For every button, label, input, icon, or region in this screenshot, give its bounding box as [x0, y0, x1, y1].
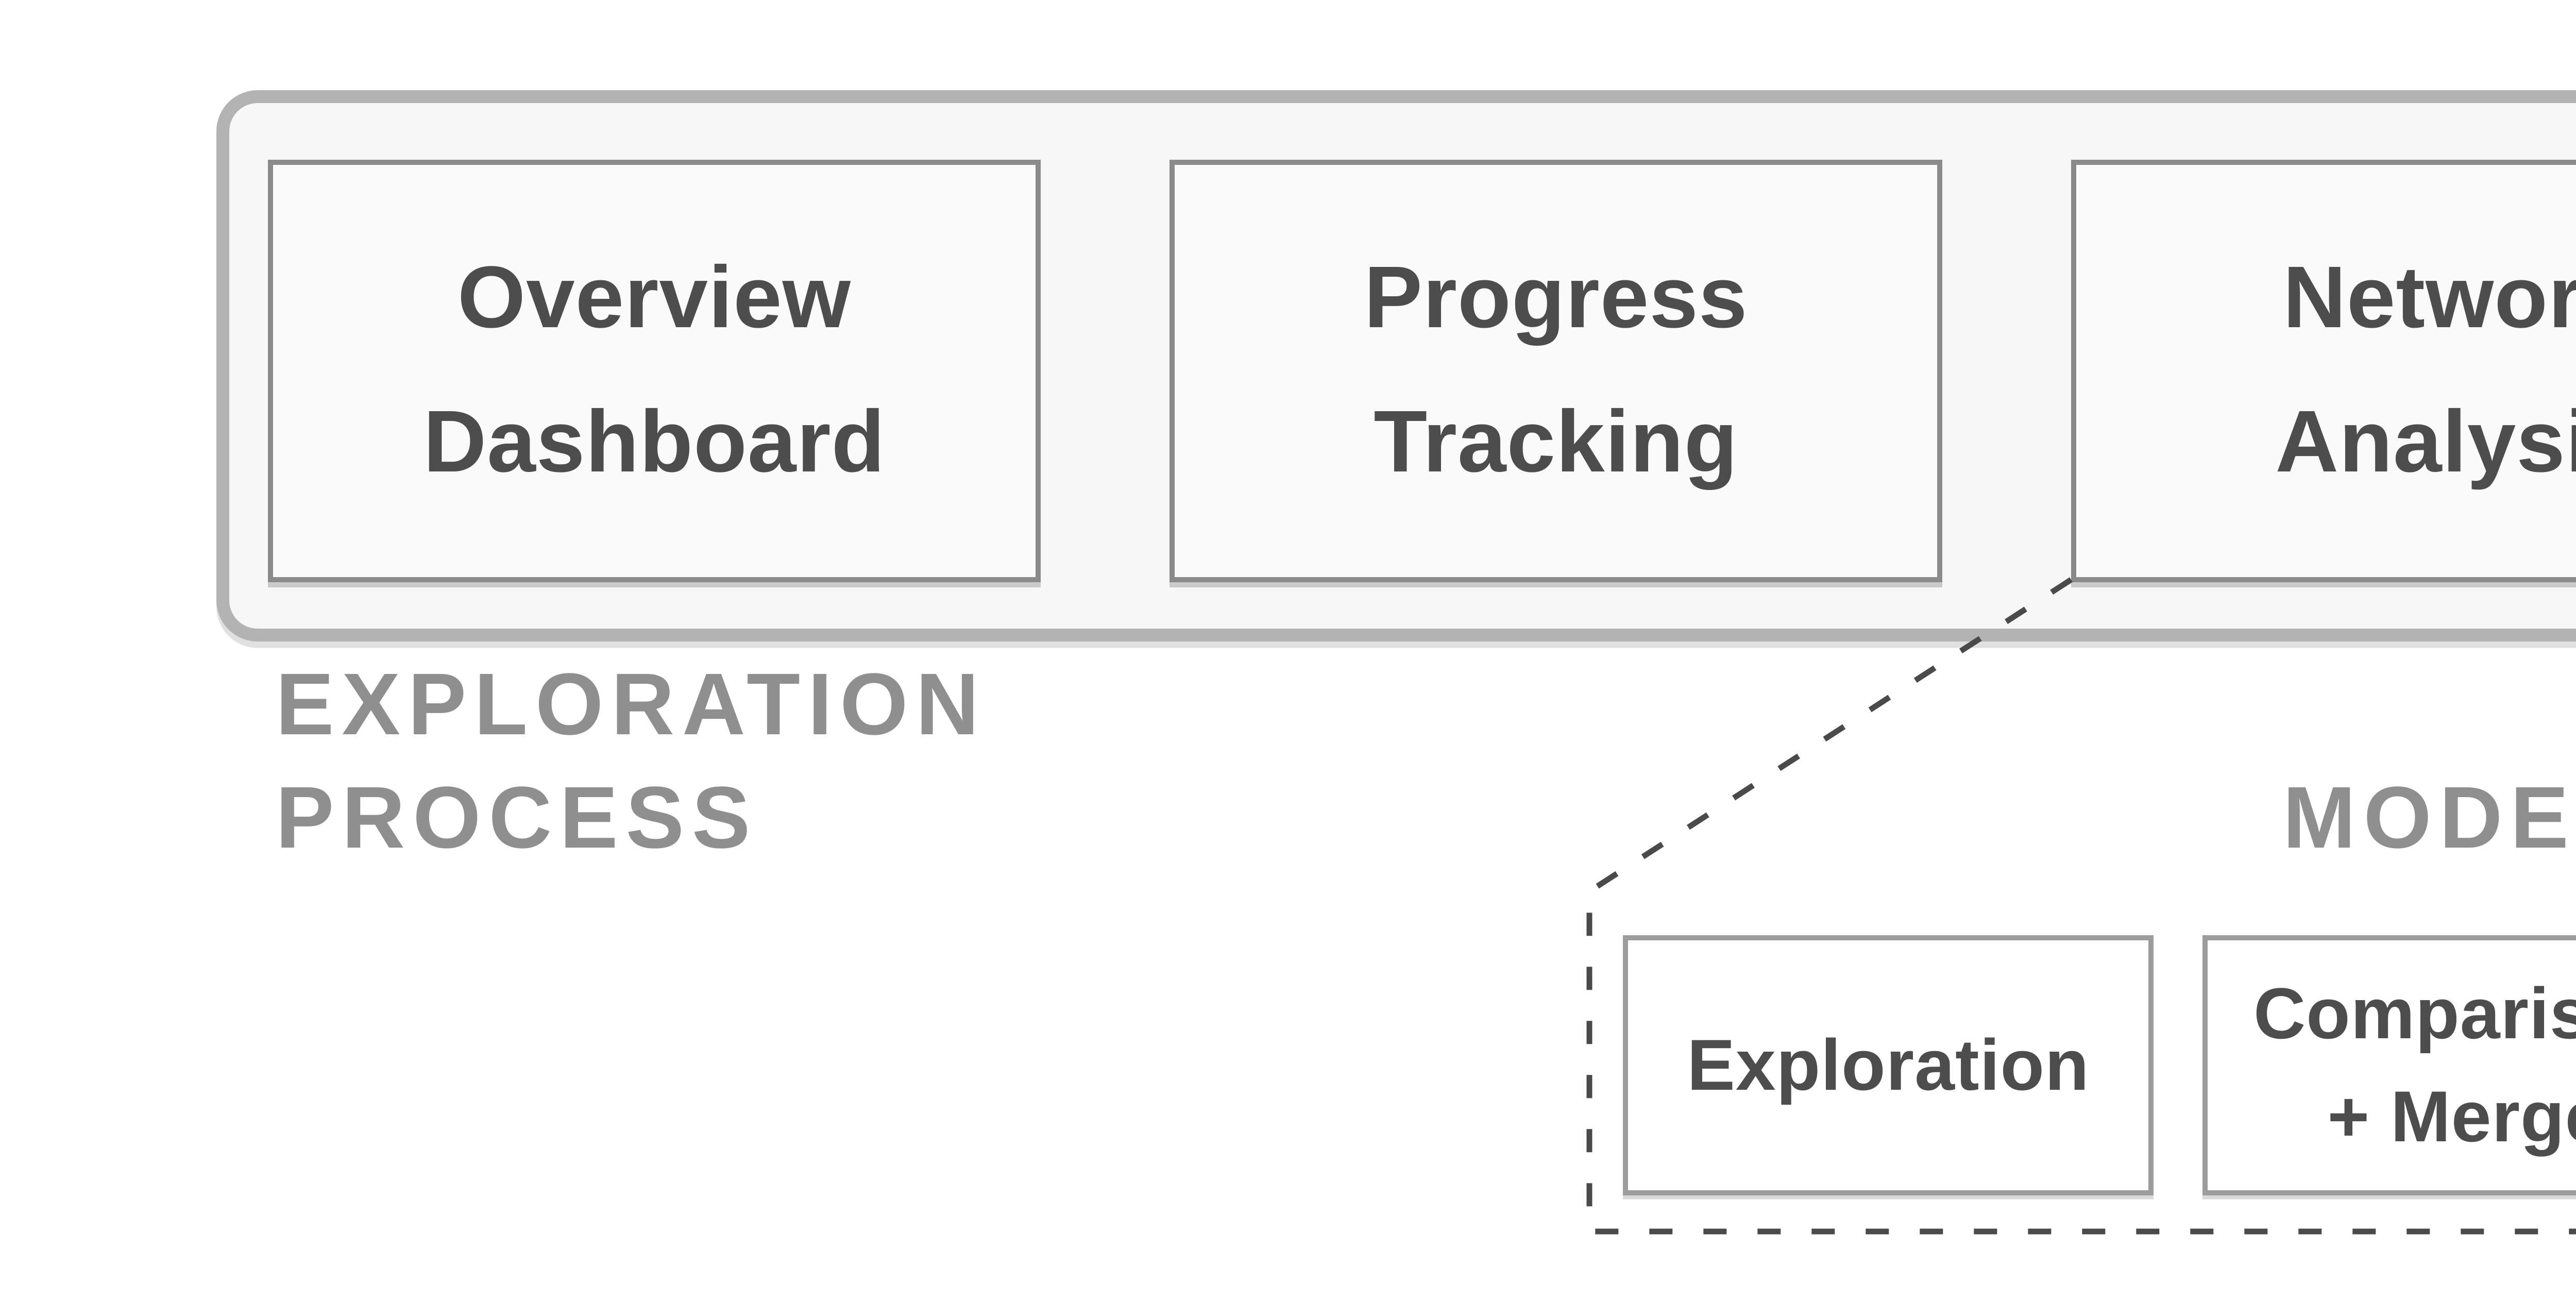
step-label-overview-dashboard: Overview Dashboard — [423, 250, 886, 492]
mode-label-exploration: Exploration — [1687, 1024, 2090, 1104]
mode-box-comparison-merge: Comparison + Merge — [2202, 935, 2576, 1195]
exploration-process-caption: EXPLORATION PROCESS — [276, 657, 987, 868]
step-label-progress-tracking: Progress Tracking — [1364, 250, 1748, 492]
step-box-overview-dashboard: Overview Dashboard — [268, 160, 1041, 582]
mode-label-comparison-merge: Comparison + Merge — [2253, 972, 2576, 1156]
mode-box-exploration: Exploration — [1623, 935, 2154, 1195]
step-box-network-analysis: Network Analysis — [2071, 160, 2576, 582]
modes-caption: MODES — [2282, 770, 2576, 868]
step-box-progress-tracking: Progress Tracking — [1170, 160, 1942, 582]
step-label-network-analysis: Network Analysis — [2275, 250, 2576, 492]
